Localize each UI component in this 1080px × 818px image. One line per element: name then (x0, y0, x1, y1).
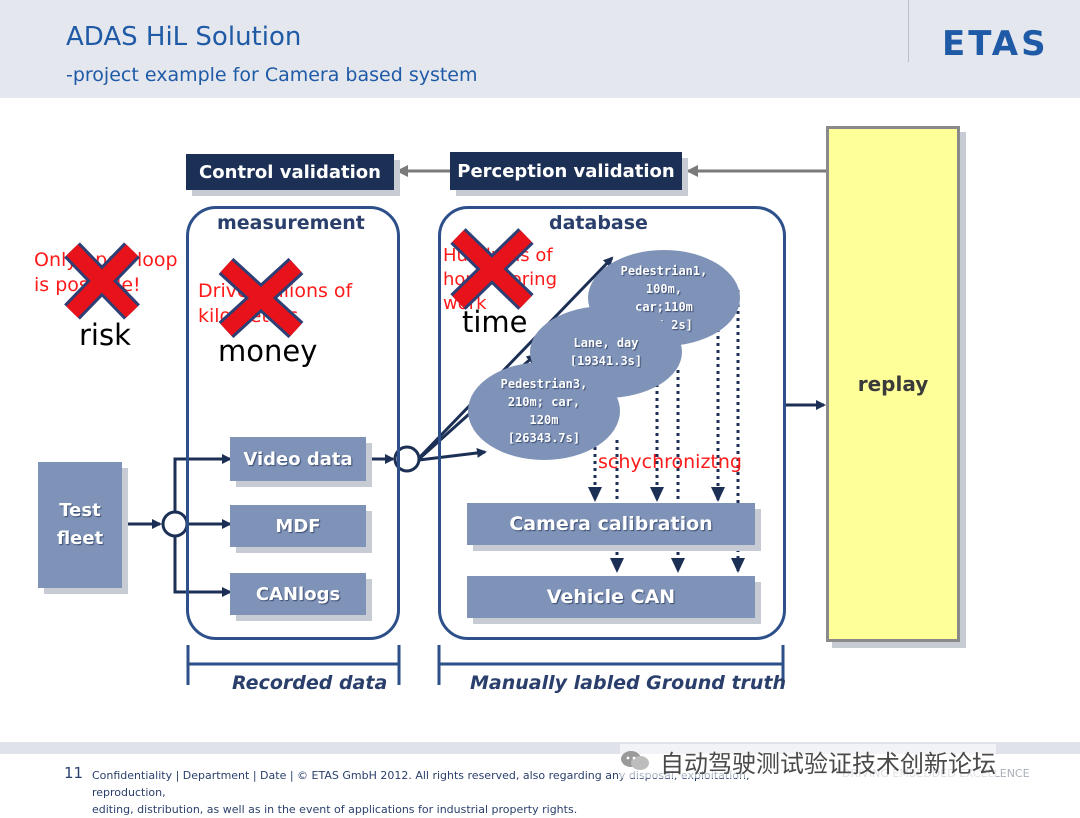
time-annotation-line: Hundreds of (443, 245, 553, 266)
perception-validation-box: Perception validation (450, 152, 682, 190)
footer-line: Confidentiality | Department | Date | © … (92, 769, 750, 799)
risk-annotation-line: is possible! (34, 274, 141, 296)
camera-calibration-box: Camera calibration (467, 503, 755, 545)
ellipse-text-line: Pedestrian1, (620, 264, 708, 278)
time-word: time (462, 305, 528, 339)
canlogs-box: CANlogs (230, 573, 366, 615)
database-title: database (549, 212, 648, 234)
ground-truth-caption: Manually labled Ground truth (470, 672, 787, 694)
measurement-region (186, 206, 400, 640)
replay-box: replay (826, 126, 960, 642)
ellipse-text-line: Lane, day (573, 336, 639, 350)
money-word: money (218, 334, 318, 368)
watermark: 自动驾驶测试验证技术创新论坛 (620, 744, 996, 778)
slide-title: ADAS HiL Solution (66, 22, 302, 52)
ground-truth-ellipse-3: Pedestrian3, 210m; car, 120m [26343.7s] (468, 362, 620, 460)
video-data-box: Video data (230, 437, 366, 481)
database-region (438, 206, 786, 640)
slide-header: ADAS HiL Solution -project example for C… (0, 0, 1080, 98)
measurement-title: measurement (217, 212, 365, 234)
video-data-label: Video data (243, 448, 353, 470)
control-validation-box: Control validation (186, 154, 394, 190)
replay-label: replay (857, 372, 929, 396)
perception-validation-label: Perception validation (457, 160, 675, 182)
watermark-text: 自动驾驶测试验证技术创新论坛 (660, 749, 996, 778)
risk-annotation-line: Only open loop (34, 249, 178, 271)
ellipse-text-line: 210m; car, (507, 395, 581, 409)
test-fleet-line: fleet (56, 528, 104, 549)
test-fleet-line: Test (59, 500, 101, 521)
time-annotation-line: hours boring (443, 269, 558, 290)
camera-calibration-label: Camera calibration (509, 513, 713, 535)
mdf-box: MDF (230, 505, 366, 547)
ellipse-text-line: [19341.3s] (569, 354, 643, 368)
risk-annotation: Only open loop is possible! (34, 248, 178, 298)
slide-subtitle: -project example for Camera based system (66, 64, 478, 86)
etas-logo: ETAS (942, 24, 1049, 64)
money-annotation: Drive millions of kilometers (198, 279, 352, 329)
canlogs-label: CANlogs (255, 583, 341, 605)
header-divider (908, 0, 909, 62)
page-number: 11 (64, 764, 84, 782)
ellipse-text-line: Pedestrian3, (500, 377, 588, 391)
recorded-data-caption: Recorded data (232, 672, 388, 694)
vehicle-can-box: Vehicle CAN (467, 576, 755, 618)
ellipse-text-line: 120m (529, 413, 559, 427)
control-validation-label: Control validation (199, 161, 381, 183)
mdf-label: MDF (275, 515, 321, 537)
vehicle-can-label: Vehicle CAN (546, 586, 676, 608)
ellipse-text-line: car;110m (635, 300, 693, 314)
ellipse-text-line: [26343.7s] (507, 431, 581, 445)
ellipse-text-line: 100m, (645, 282, 683, 296)
chat-bubble-icon (621, 751, 649, 770)
synchronizing-label: schychroniztng (598, 451, 742, 473)
test-fleet-box: Test fleet (38, 462, 122, 588)
money-annotation-line: Drive millions of (198, 280, 353, 302)
risk-word: risk (79, 318, 131, 352)
money-annotation-line: kilometers (198, 305, 299, 327)
